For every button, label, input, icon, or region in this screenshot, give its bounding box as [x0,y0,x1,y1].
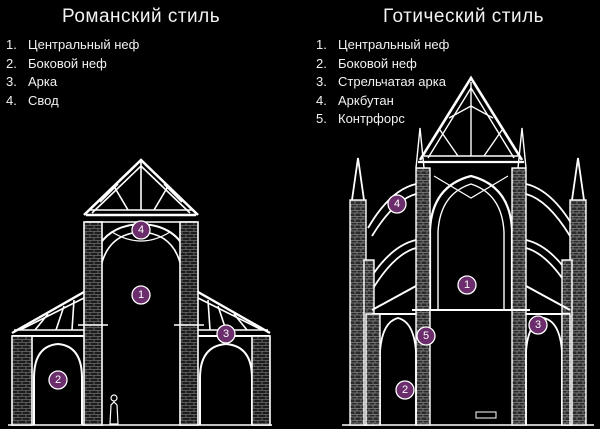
legend-label: Центральный неф [338,37,450,52]
legend-item: 3. Стрельчатая арка [316,73,449,92]
callout-marker: 3 [528,315,548,335]
legend-number: 2. [316,55,327,71]
callout-number: 2 [55,374,61,386]
legend-item: 2. Боковой неф [316,55,449,74]
romanesque-legend: 1. Центральный неф 2. Боковой неф 3. Арка 4… [6,36,139,110]
callout-number: 3 [535,319,541,331]
bench [475,411,497,419]
callout-number: 1 [138,289,144,301]
left-outer-wall [11,335,33,426]
left-central-pier [83,221,103,426]
legend-number: 1. [6,37,17,52]
central-roof-truss [83,158,199,223]
gothic-legend: 1. Центральный неф 2. Боковой неф 3. Стрель… [316,36,449,129]
gothic-title: Готический стиль [383,6,545,27]
legend-label: Контрфорс [338,111,405,126]
legend-label: Аркбутан [338,92,394,108]
callout-marker: 1 [131,285,151,305]
callout-marker: 2 [48,370,68,390]
right-outer-wall [251,335,271,426]
legend-item: 3. Арка [6,73,139,92]
legend-number: 2. [6,55,17,71]
left-aisle-roof [371,285,417,311]
callout-marker: 3 [216,324,236,344]
callout-number: 3 [223,328,229,340]
right-central-pier [511,167,527,426]
left-aisle-arch [379,317,417,425]
legend-label: Центральный неф [28,37,140,52]
legend-number: 4. [6,92,17,108]
left-central-pier [415,167,431,426]
gothic-section [342,75,594,426]
legend-item: 5. Контрфорс [316,110,449,129]
legend-number: 3. [6,74,17,89]
right-aisle-arch [525,317,563,425]
callout-marker: 4 [131,220,151,240]
callout-marker: 2 [395,380,415,400]
right-central-pier [179,221,199,426]
gothic-callouts: 1 2 3 4 5 [387,194,548,400]
callout-number: 1 [464,279,470,291]
callout-marker: 4 [387,194,407,214]
callout-marker: 1 [457,275,477,295]
legend-label: Боковой неф [338,55,417,71]
legend-label: Арка [28,74,58,89]
callout-number: 5 [423,330,429,342]
legend-label: Стрельчатая арка [338,74,446,89]
callout-number: 4 [394,198,400,210]
legend-item: 1. Центральный неф [6,36,139,55]
pinnacle [415,127,425,169]
callout-marker: 5 [416,326,436,346]
romanesque-title: Романский стиль [62,6,221,27]
pinnacle [517,127,527,169]
legend-number: 3. [316,74,327,89]
gothic-central-roof [418,75,524,164]
romanesque-section [8,158,272,426]
legend-item: 4. Аркбутан [316,92,449,111]
callout-number: 2 [402,384,408,396]
right-aisle-roof [525,285,571,311]
romanesque-callouts: 1 2 3 4 [48,220,236,390]
left-aisle-roof [11,290,85,337]
legend-label: Боковой неф [28,55,107,71]
human-figure [109,394,119,425]
gothic-central-vault [428,174,514,310]
callout-number: 4 [138,224,144,236]
left-aisle-arch [33,342,83,425]
legend-number: 5. [316,111,327,126]
legend-item: 1. Центральный неф [316,36,449,55]
legend-item: 4. Свод [6,92,139,111]
legend-item: 2. Боковой неф [6,55,139,74]
legend-number: 4. [316,92,327,108]
legend-label: Свод [28,92,59,108]
legend-number: 1. [316,37,327,52]
right-aisle-arch [199,342,253,425]
